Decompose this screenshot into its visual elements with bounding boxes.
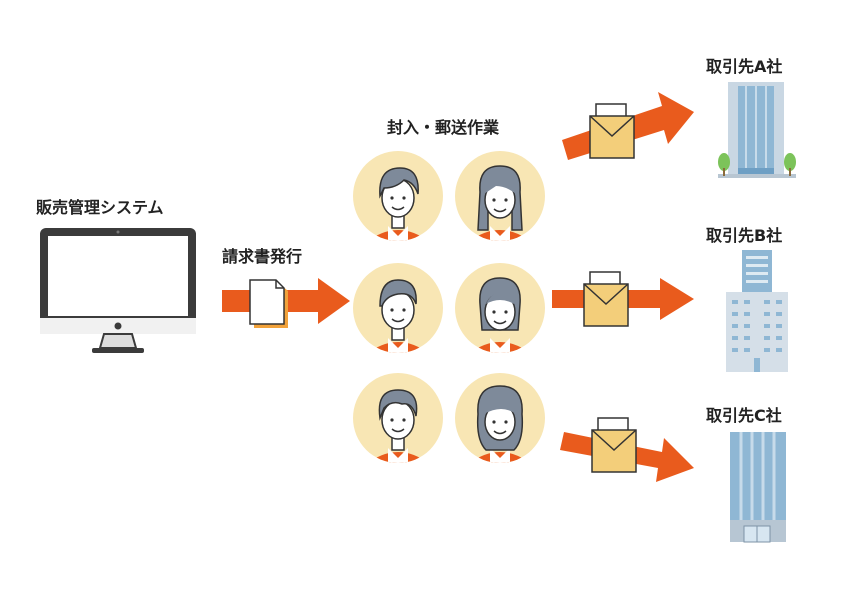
system-label: 販売管理システム (36, 198, 164, 217)
building-icon (730, 432, 786, 543)
building-icon (718, 82, 796, 178)
invoice-label: 請求書発行 (222, 247, 303, 266)
person-icon (455, 151, 545, 241)
person-icon (455, 373, 545, 463)
monitor-icon (40, 228, 196, 353)
company-c-label: 取引先C社 (706, 406, 782, 425)
packing-label: 封入・郵送作業 (387, 118, 500, 137)
person-icon (353, 373, 443, 463)
person-icon (353, 151, 443, 241)
envelope-icon (591, 417, 637, 473)
person-icon (455, 263, 545, 353)
document-icon (249, 279, 288, 328)
building-icon (726, 250, 788, 372)
person-icon (353, 263, 443, 353)
envelope-icon (583, 271, 629, 327)
envelope-icon (589, 103, 635, 159)
company-a-label: 取引先A社 (706, 57, 783, 76)
company-b-label: 取引先B社 (706, 226, 783, 245)
